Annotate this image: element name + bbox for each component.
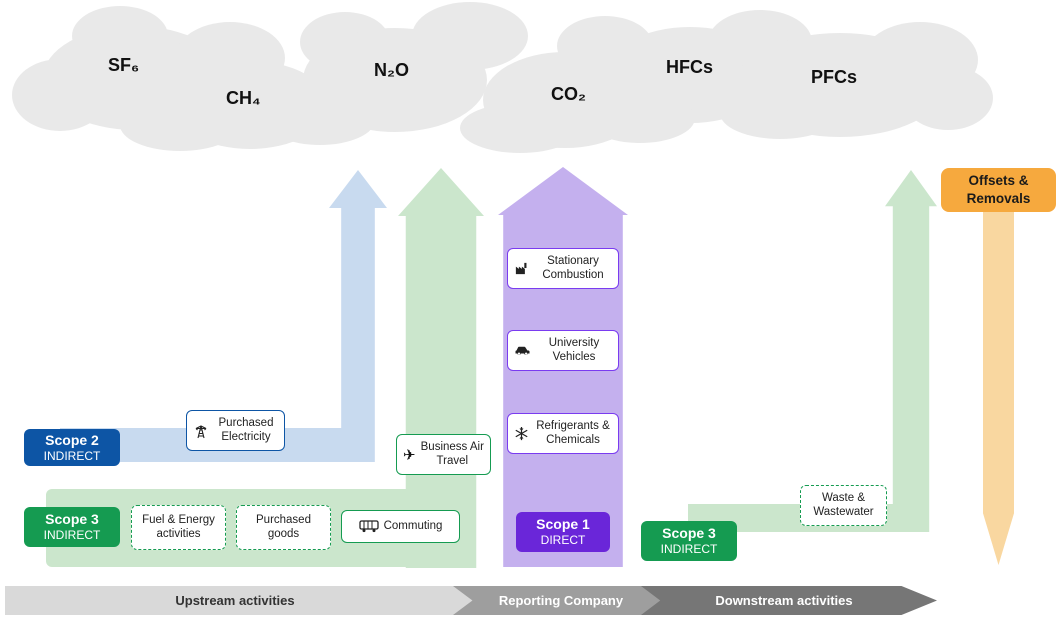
offsets-removals-badge: Offsets & Removals <box>941 168 1056 212</box>
gas-label-hfcs: HFCs <box>666 57 714 77</box>
gas-label-co2: CO₂ <box>551 84 586 104</box>
car-icon <box>514 344 531 357</box>
scope1-badge: Scope 1 DIRECT <box>516 512 610 552</box>
offsets-removals-label: Offsets & Removals <box>966 173 1031 206</box>
clouds-graphic <box>12 2 993 153</box>
scope3-downstream-badge: Scope 3 INDIRECT <box>641 521 737 561</box>
scope3-downstream-up-arrow <box>885 170 937 532</box>
scope3-upstream-subtitle: INDIRECT <box>43 528 101 543</box>
gas-label-n2o: N₂O <box>374 60 409 80</box>
commuting-label: Commuting <box>383 519 443 532</box>
upstream-activities-label: Upstream activities <box>175 593 295 608</box>
business-air-travel-box: ✈ Business Air Travel <box>396 434 491 475</box>
transmission-tower-icon <box>193 423 209 439</box>
fuel-energy-activities-label: Fuel & Energy activities <box>142 513 215 540</box>
scope1-subtitle: DIRECT <box>540 533 586 548</box>
gas-label-sf6: SF₆ <box>108 55 140 75</box>
downstream-activities-banner: Downstream activities <box>641 586 937 615</box>
stationary-combustion-box: Stationary Combustion <box>507 248 619 289</box>
refrigerants-chemicals-box: Refrigerants & Chemicals <box>507 413 619 454</box>
waste-wastewater-box: Waste & Wastewater <box>800 485 887 526</box>
upstream-activities-banner: Upstream activities <box>5 586 479 615</box>
purchased-goods-label: Purchased goods <box>256 513 311 540</box>
scope1-title: Scope 1 <box>536 516 590 533</box>
purchased-electricity-box: Purchased Electricity <box>186 410 285 451</box>
scope3-upstream-badge: Scope 3 INDIRECT <box>24 507 120 547</box>
refrigerants-chemicals-label: Refrigerants & Chemicals <box>536 419 610 446</box>
scope2-up-arrow <box>329 170 387 462</box>
downstream-activities-label: Downstream activities <box>715 593 853 608</box>
factory-icon <box>514 261 529 276</box>
snowflake-icon <box>514 426 529 441</box>
airplane-icon: ✈ <box>403 445 416 464</box>
reporting-company-label: Reporting Company <box>498 593 624 608</box>
scope2-subtitle: INDIRECT <box>43 448 101 463</box>
purchased-goods-box: Purchased goods <box>236 505 331 550</box>
purchased-electricity-label: Purchased Electricity <box>218 416 274 443</box>
scope2-title: Scope 2 <box>45 431 99 448</box>
scope3-upstream-title: Scope 3 <box>45 511 99 528</box>
reporting-company-banner: Reporting Company <box>453 586 669 615</box>
business-air-travel-label: Business Air Travel <box>420 440 484 467</box>
university-vehicles-label: University Vehicles <box>548 336 600 363</box>
fuel-energy-activities-box: Fuel & Energy activities <box>131 505 226 550</box>
waste-wastewater-label: Waste & Wastewater <box>813 491 874 518</box>
scope3-downstream-subtitle: INDIRECT <box>660 542 718 557</box>
stationary-combustion-label: Stationary Combustion <box>542 254 604 281</box>
bus-icon <box>358 520 379 533</box>
gas-label-pfcs: PFCs <box>811 67 858 87</box>
commuting-box: Commuting <box>341 510 460 543</box>
scope3-downstream-title: Scope 3 <box>662 525 716 542</box>
offsets-down-arrow <box>983 195 1014 565</box>
university-vehicles-box: University Vehicles <box>507 330 619 371</box>
scope2-badge: Scope 2 INDIRECT <box>24 429 120 466</box>
gas-label-ch4: CH₄ <box>226 88 261 108</box>
